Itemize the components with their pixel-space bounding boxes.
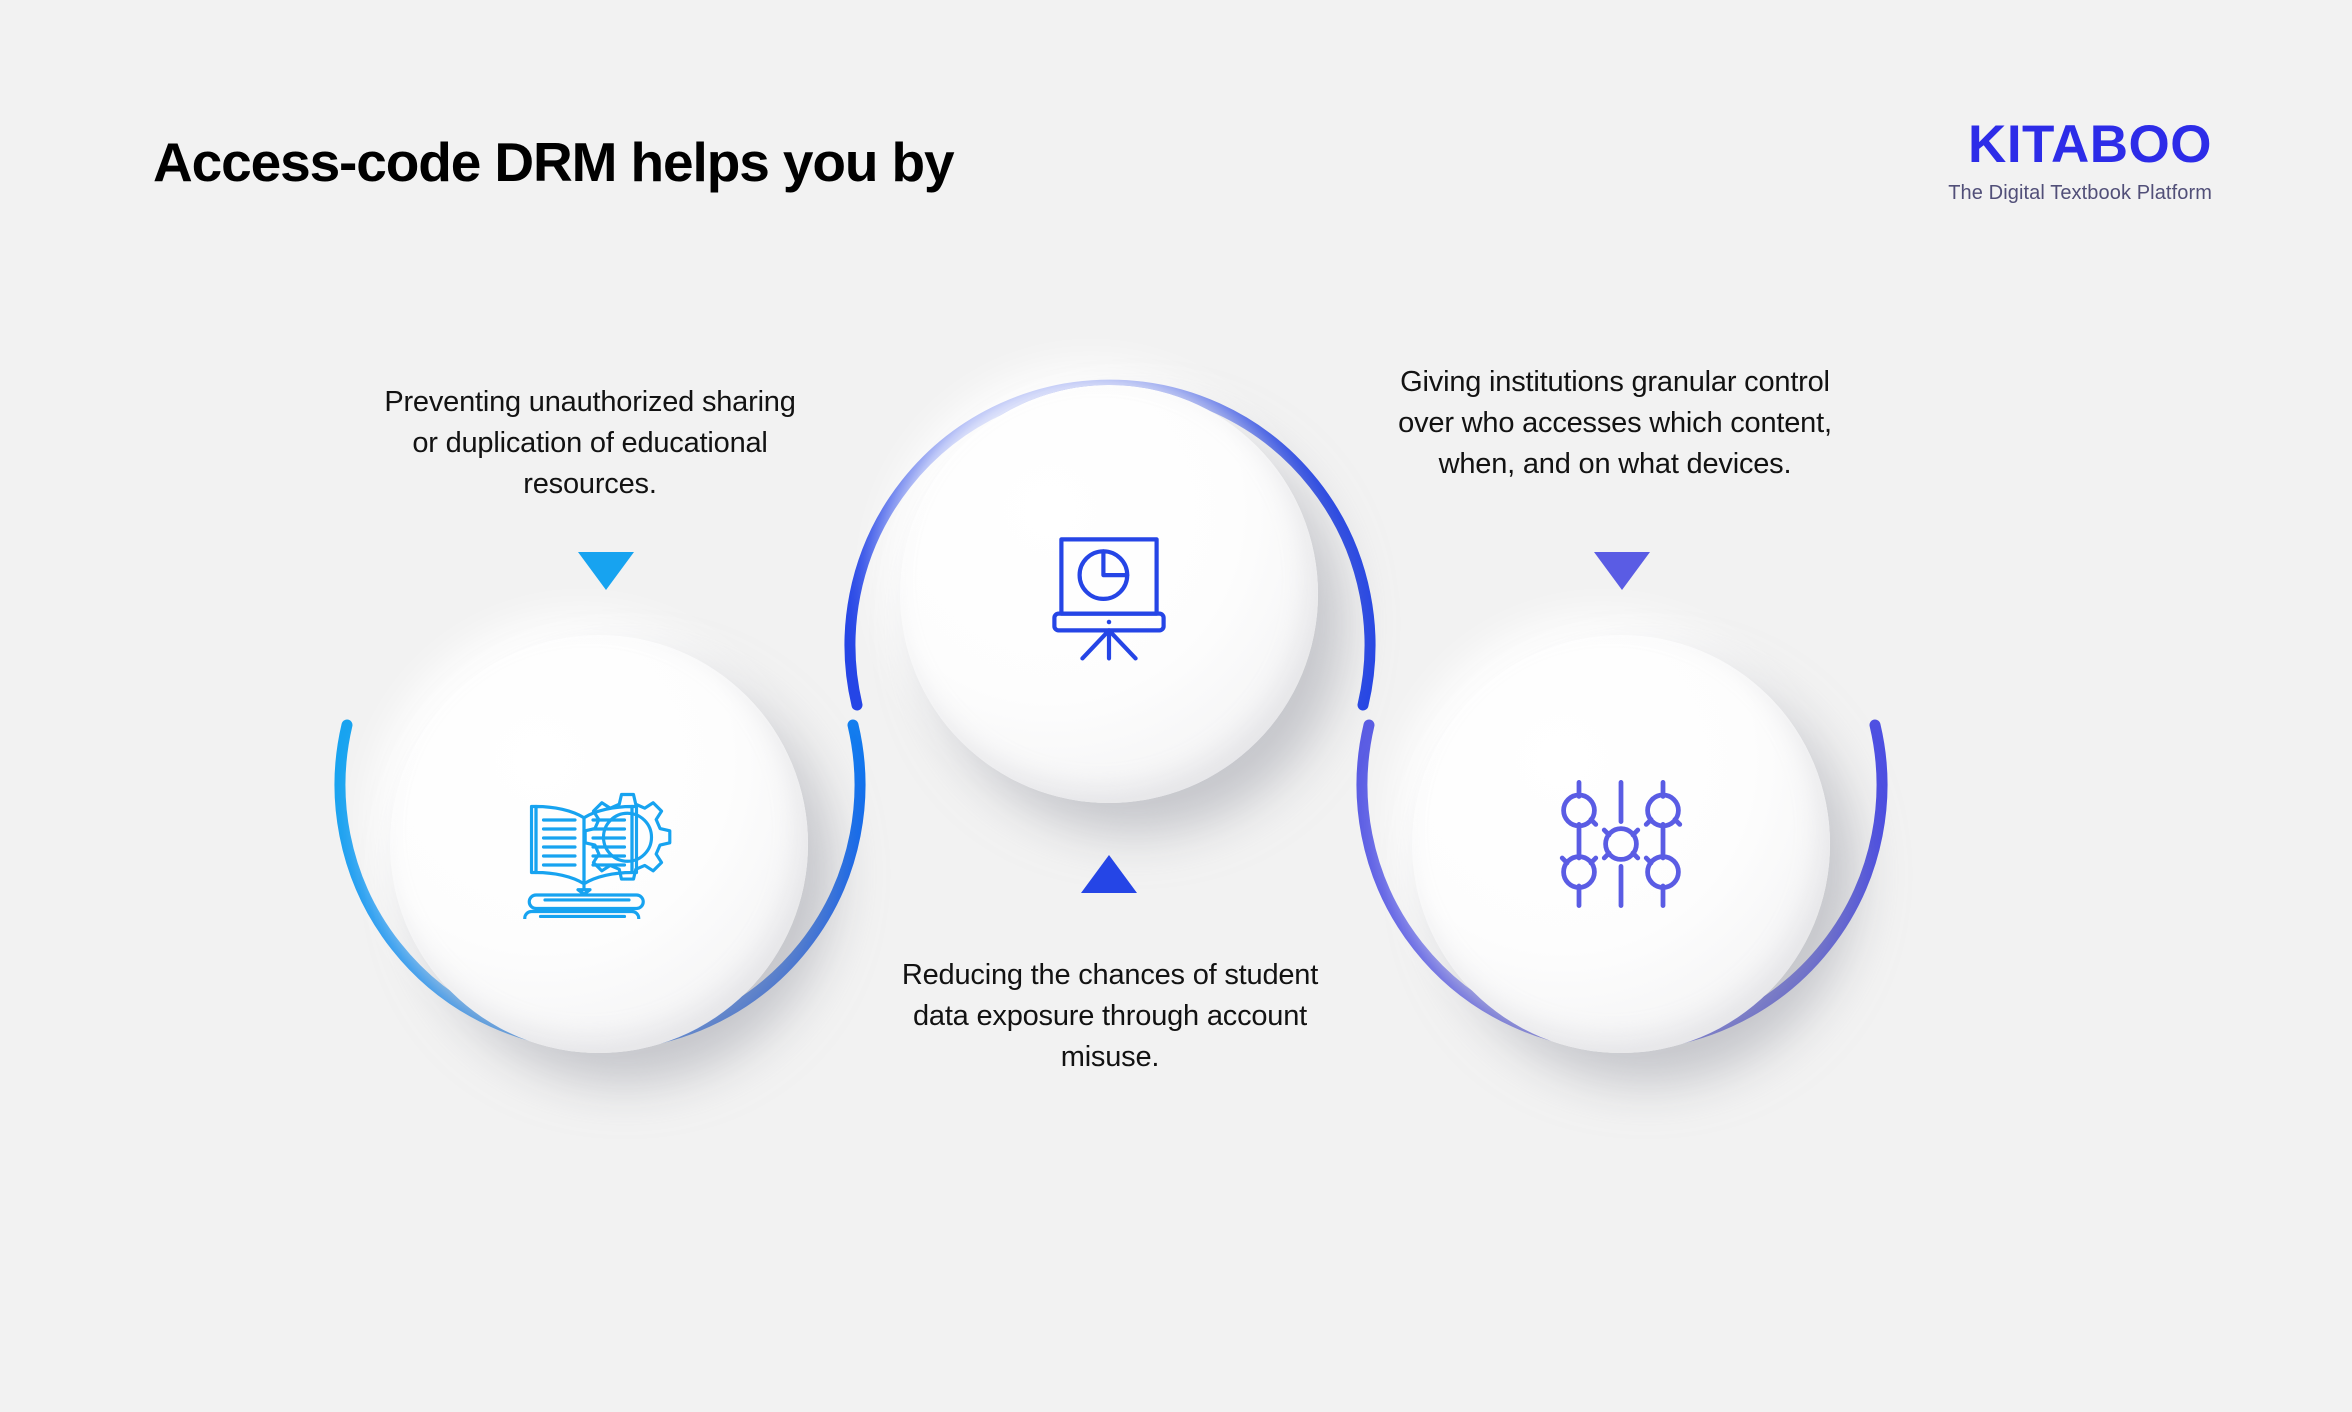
kitaboo-logo: KITABOO The Digital Textbook Platform xyxy=(1948,118,2212,203)
arrow-down-right xyxy=(1594,552,1650,590)
node-circle-left[interactable] xyxy=(390,635,808,1053)
settings-sliders-icon xyxy=(1559,780,1683,908)
caption-center: Reducing the chances of student data exp… xyxy=(901,959,1319,1074)
arrow-up-center xyxy=(1081,855,1137,893)
node-circle-center[interactable] xyxy=(900,385,1318,803)
book-gear-icon xyxy=(523,792,672,919)
caption-right: Giving institutions granular control ove… xyxy=(1398,366,1832,481)
brand-wordmark: KITABOO xyxy=(1968,115,2212,174)
arrow-down-left xyxy=(578,552,634,590)
presentation-pie-chart-icon xyxy=(1052,537,1166,661)
node-circle-right[interactable] xyxy=(1412,635,1830,1053)
page-title: Access-code DRM helps you by xyxy=(153,131,955,193)
caption-left: Preventing unauthorized sharing or dupli… xyxy=(384,386,796,501)
brand-tagline: The Digital Textbook Platform xyxy=(1948,182,2212,204)
